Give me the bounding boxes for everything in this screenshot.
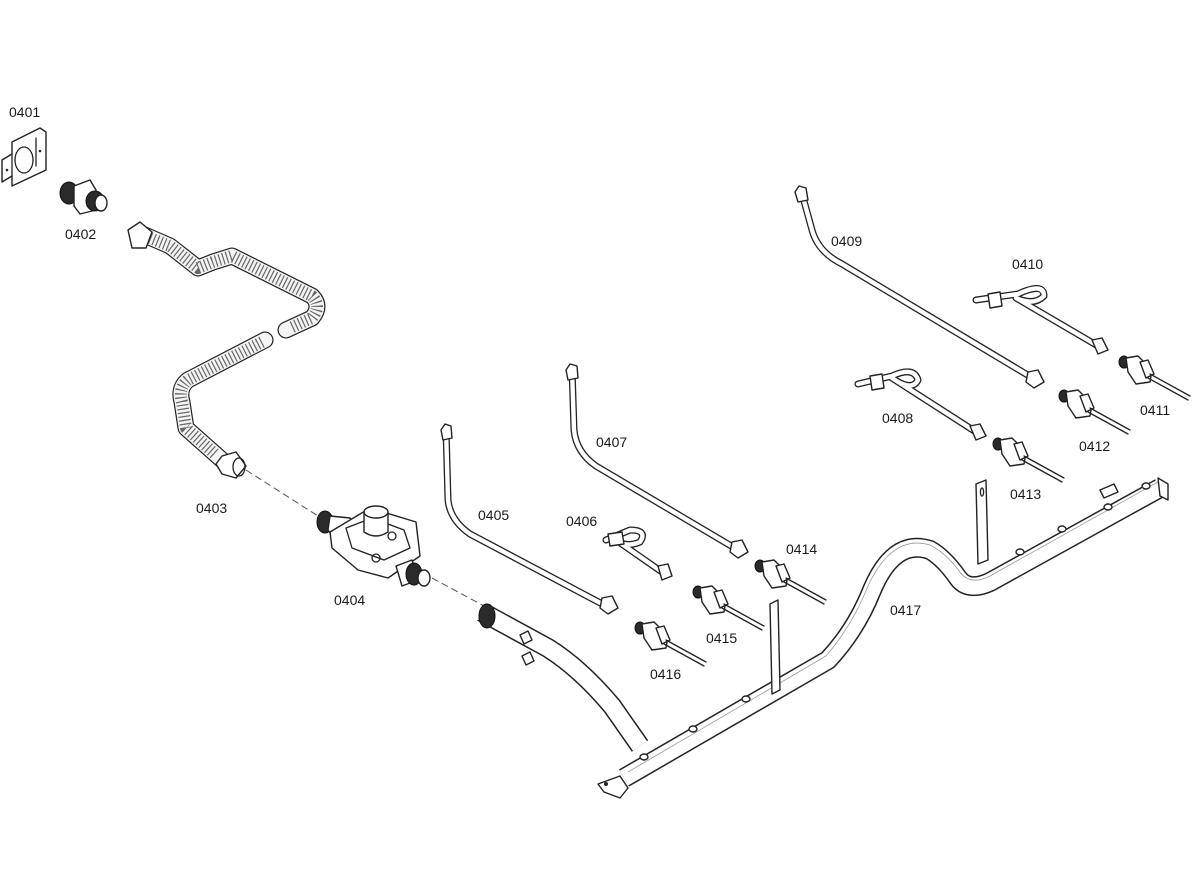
- part-label-0401: 0401: [9, 104, 41, 120]
- part-label-0406: 0406: [566, 513, 598, 529]
- part-label-0414: 0414: [786, 541, 818, 557]
- part-0413-gas-valve[interactable]: [992, 437, 1065, 483]
- part-0403-gas-hose[interactable]: [127, 221, 326, 479]
- part-0415-gas-valve[interactable]: [692, 585, 765, 631]
- part-label-0402: 0402: [65, 226, 97, 242]
- part-0402-adapter[interactable]: [59, 179, 108, 215]
- part-label-0415: 0415: [706, 630, 738, 646]
- part-0410-looped-tube[interactable]: [972, 285, 1109, 355]
- part-label-0408: 0408: [882, 410, 914, 426]
- part-label-0411: 0411: [1140, 402, 1171, 418]
- part-0407-gas-tube[interactable]: [565, 363, 749, 559]
- assembly-axis-line: [431, 577, 485, 607]
- part-0401-bracket[interactable]: [1, 127, 47, 187]
- part-0404-regulator[interactable]: [316, 505, 431, 587]
- part-label-0407: 0407: [596, 434, 628, 450]
- part-0416-gas-valve[interactable]: [634, 621, 707, 667]
- part-0417-manifold-rail[interactable]: [477, 477, 1169, 799]
- part-label-0413: 0413: [1010, 486, 1042, 502]
- part-label-0409: 0409: [831, 233, 863, 249]
- part-label-0416: 0416: [650, 666, 682, 682]
- part-0412-gas-valve[interactable]: [1058, 389, 1131, 435]
- part-label-0403: 0403: [196, 500, 228, 516]
- part-label-0405: 0405: [478, 507, 510, 523]
- part-0409-gas-tube[interactable]: [794, 185, 1045, 389]
- part-0405-gas-tube[interactable]: [440, 423, 619, 615]
- part-label-0417: 0417: [890, 602, 922, 618]
- part-0408-looped-tube[interactable]: [854, 368, 987, 441]
- assembly-axis-line: [245, 469, 319, 517]
- part-0406-looped-tube[interactable]: [602, 526, 673, 581]
- part-label-0412: 0412: [1079, 438, 1111, 454]
- part-label-0404: 0404: [334, 592, 366, 608]
- part-0414-gas-valve[interactable]: [754, 559, 827, 605]
- part-label-0410: 0410: [1012, 256, 1044, 272]
- part-0411-gas-valve[interactable]: [1118, 355, 1191, 401]
